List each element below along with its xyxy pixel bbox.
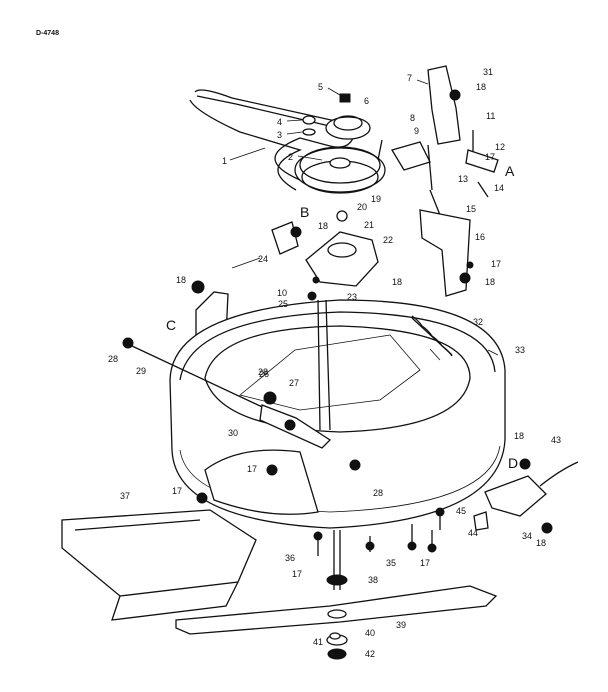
callout-label: 2	[288, 152, 293, 162]
callout-label: 25	[278, 299, 288, 309]
callout-label: 14	[494, 183, 504, 193]
callout-label: 8	[410, 113, 415, 123]
mower-blade	[175, 585, 498, 635]
bottom-fasteners	[196, 492, 445, 556]
callout-label: 3	[277, 130, 282, 140]
callout-label: 5	[318, 82, 323, 92]
callout-label: 12	[495, 142, 505, 152]
ref-letter-d: D	[508, 455, 518, 471]
callout-label: 24	[258, 254, 268, 264]
callout-label: 6	[364, 96, 369, 106]
reference-letters: A B C D	[166, 163, 518, 471]
callout-label: 10	[277, 288, 287, 298]
callout-label: 35	[386, 558, 396, 568]
blade-spindle	[326, 530, 348, 590]
link-23	[317, 299, 331, 431]
callout-label: 16	[475, 232, 485, 242]
callout-label: 18	[392, 277, 402, 287]
ref-letter-a: A	[505, 163, 515, 179]
callout-label: 18	[318, 221, 328, 231]
idler-bracket	[391, 65, 499, 216]
callout-label: 43	[551, 435, 561, 445]
callout-label: 39	[396, 620, 406, 630]
discharge-guard	[204, 449, 319, 515]
callout-label: 19	[371, 194, 381, 204]
callout-label: 29	[136, 366, 146, 376]
callout-label: 17	[247, 464, 257, 474]
callout-label: 11	[486, 111, 495, 121]
ref-letter-b: B	[300, 204, 309, 220]
deflector-chute	[61, 509, 257, 621]
callout-label: 32	[473, 317, 483, 327]
callout-label: 18	[476, 82, 486, 92]
callout-label: 20	[357, 202, 367, 212]
callout-label: 27	[289, 378, 299, 388]
callout-label: 28	[258, 367, 268, 377]
height-adjust-bracket	[473, 458, 579, 534]
callout-label: 42	[365, 649, 375, 659]
callout-label: 30	[228, 428, 238, 438]
callout-label: 15	[466, 204, 476, 214]
callout-label: 44	[468, 528, 478, 538]
callout-label: 41	[313, 637, 323, 647]
callout-label: 45	[456, 506, 466, 516]
ref-letter-c: C	[166, 317, 176, 333]
engagement-lever	[419, 209, 474, 297]
callout-label: 18	[485, 277, 495, 287]
callout-label: 13	[458, 174, 468, 184]
callout-label: 1	[222, 156, 227, 166]
callout-label: 21	[364, 220, 374, 230]
callout-label: 34	[522, 531, 532, 541]
callout-label: 18	[514, 431, 524, 441]
callout-label: 7	[407, 73, 412, 83]
callout-label: 28	[108, 354, 118, 364]
callout-label: 17	[485, 152, 495, 162]
callout-label: 17	[491, 259, 501, 269]
callout-label: 9	[414, 126, 419, 136]
spindle-housing	[305, 210, 379, 301]
callout-label: 37	[120, 491, 130, 501]
callout-label: 17	[292, 569, 302, 579]
callout-label: 38	[368, 575, 378, 585]
idler-arm-26-27	[259, 391, 361, 471]
callout-label: 17	[420, 558, 430, 568]
drawing-code: D-4748	[36, 30, 59, 37]
callout-label: 4	[277, 117, 282, 127]
callout-label: 18	[536, 538, 546, 548]
callout-label: 23	[347, 292, 357, 302]
callout-label: 17	[172, 486, 182, 496]
callout-label: 31	[483, 67, 493, 77]
callout-label: 18	[176, 275, 186, 285]
callout-label: 33	[515, 345, 525, 355]
mandrel-pulley	[294, 146, 386, 194]
callout-label: 40	[365, 628, 375, 638]
idler-pulley	[302, 93, 371, 140]
callout-label: 36	[285, 553, 295, 563]
callout-label: 28	[373, 488, 383, 498]
blade-washers	[326, 632, 348, 660]
callout-labels: 1 2 3 4 5 6 7 8 9 11 12 13 14 15 16 17 1…	[108, 67, 561, 659]
leader-lines	[229, 79, 499, 361]
callout-label: 22	[383, 235, 393, 245]
callout-label: 26	[259, 369, 269, 379]
